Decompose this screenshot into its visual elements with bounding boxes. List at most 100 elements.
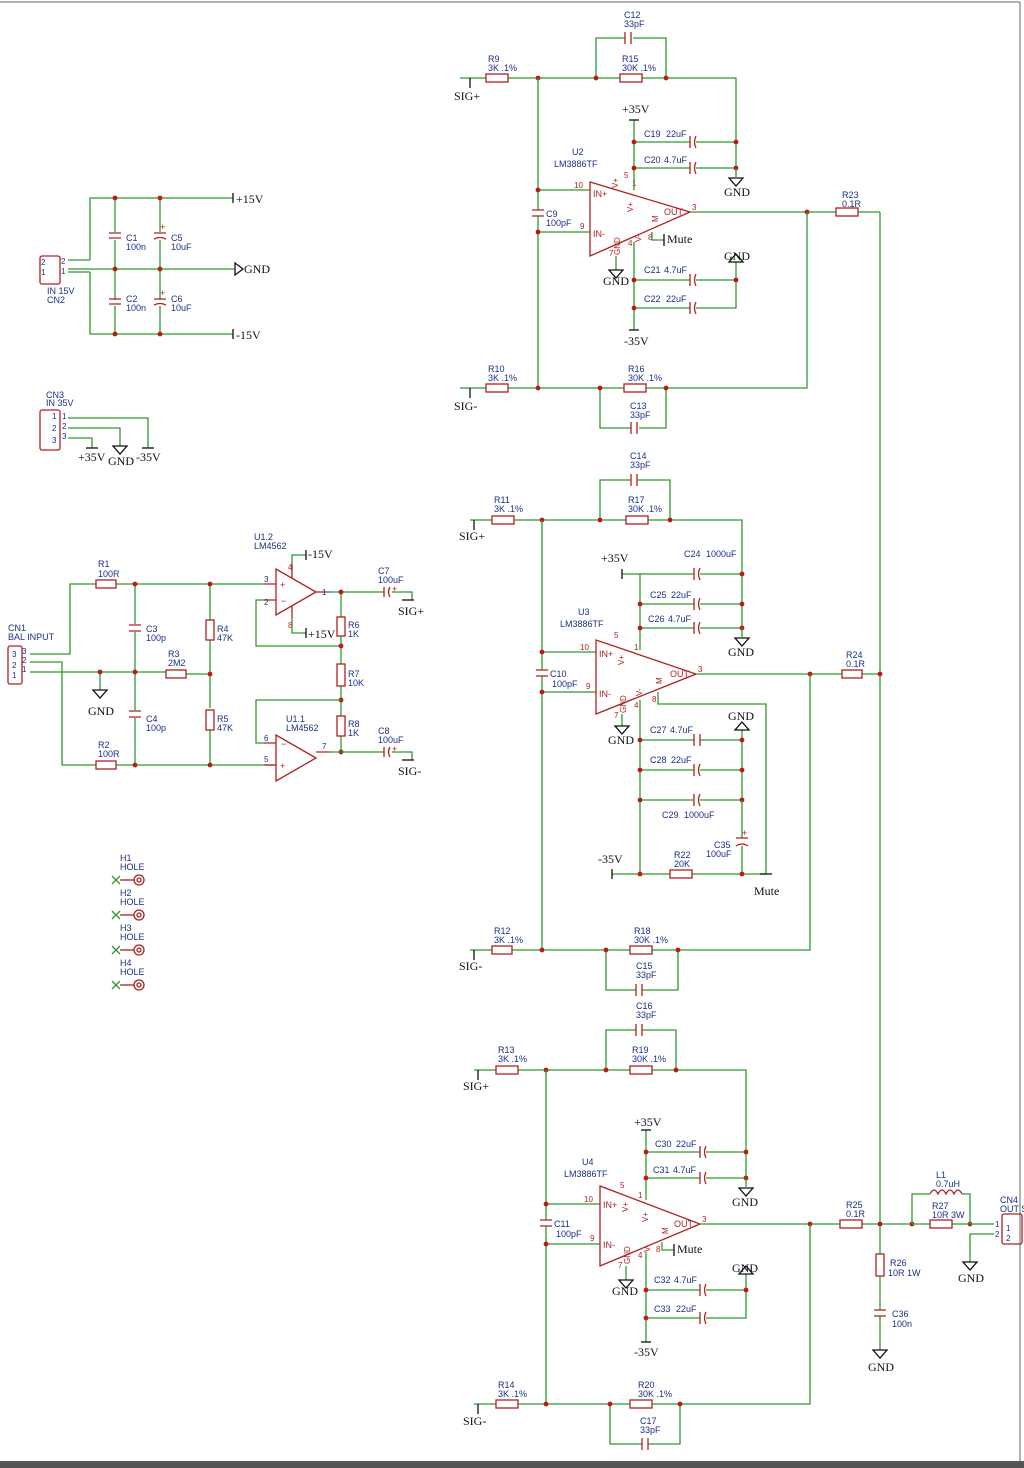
svg-text:+: +: [392, 584, 397, 594]
hole-h2: H2 HOLE: [111, 888, 145, 921]
amp1-block: SIG+ C12 33pF R9 3K .1% R15 30K .1% C9 1…: [454, 10, 880, 434]
svg-text:+: +: [742, 828, 747, 838]
svg-text:−: −: [281, 739, 286, 749]
c24-ref: C24: [684, 549, 701, 559]
u3-pin3: 3: [698, 665, 703, 674]
hole-h3: H3 HOLE: [111, 923, 145, 956]
u12-neg15: -15V: [308, 547, 333, 561]
h2-value: HOLE: [120, 897, 145, 907]
u12-pin-3: 3: [264, 575, 269, 584]
amp3-gnd-top: GND: [732, 1195, 758, 1209]
u12-pos15: +15V: [308, 627, 336, 641]
r16-ref: R16: [628, 364, 645, 374]
c2-value: 100n: [126, 303, 146, 313]
cn2-pin-1-out: 1: [61, 267, 66, 276]
hole-h1: H1 HOLE: [111, 853, 145, 886]
u3-m: M: [655, 677, 664, 684]
u4-in-plus: IN+: [603, 1200, 617, 1210]
c4-value: 100p: [146, 723, 166, 733]
amp3-pos35: +35V: [634, 1115, 662, 1129]
u2-pin10: 10: [574, 181, 583, 190]
u3-in-minus: IN-: [599, 689, 611, 699]
u12-opamp: [275, 567, 318, 617]
u3-in-plus: IN+: [599, 649, 613, 659]
u3-v-plus: V+: [617, 655, 626, 665]
c14-value: 33pF: [630, 460, 651, 470]
c4-ref: C4: [146, 714, 158, 724]
u3-pin5: 5: [614, 631, 619, 640]
amp3-gnd-pin: GND: [612, 1284, 638, 1298]
u2-value: LM3886TF: [554, 159, 598, 169]
h4-ref: H4: [120, 958, 132, 968]
r4-value: 47K: [217, 633, 233, 643]
output-gnd-bottom: GND: [868, 1360, 894, 1374]
r19-ref: R19: [632, 1045, 649, 1055]
c6-polarity: +: [160, 288, 165, 298]
u2-lm3886: [589, 181, 692, 257]
c24-value: 1000uF: [706, 549, 737, 559]
u3-pin1: 1: [634, 643, 639, 652]
amp1-gnd-pin: GND: [603, 274, 629, 288]
r22-value: 20K: [674, 859, 690, 869]
u3-gnd-pin: GND: [619, 695, 628, 713]
c27-ref: C27: [650, 725, 667, 735]
r23-ref: R23: [842, 190, 859, 200]
cn3-ref: CN3: [46, 390, 64, 400]
cn4-pin-2: 2: [995, 1230, 1000, 1239]
u12-value: LM4562: [254, 541, 287, 551]
u4-gnd-pin: GND: [623, 1246, 632, 1264]
u3-pin9: 9: [586, 682, 591, 691]
c1-ref: C1: [126, 233, 138, 243]
r9-value: 3K .1%: [488, 63, 517, 73]
u3-ref: U3: [578, 607, 590, 617]
c6-value: 10uF: [171, 303, 192, 313]
cn2-pin-2: 2: [41, 258, 46, 267]
cn3-block: CN3 IN 35V 1 2 3 1 2 3 +35V GND -35V: [39, 390, 161, 468]
amp2-sig-plus: SIG+: [459, 529, 485, 543]
c33-ref: C33: [654, 1304, 671, 1314]
u3-pin8: 8: [652, 695, 657, 704]
r20-value: 30K .1%: [638, 1389, 672, 1399]
c19-ref: C19: [644, 129, 661, 139]
r1-ref: R1: [98, 559, 110, 569]
r8-ref: R8: [348, 719, 360, 729]
c25-value: 22uF: [671, 590, 692, 600]
l1-ref: L1: [936, 1170, 946, 1180]
c10-ref: C10: [550, 669, 567, 679]
r5-value: 47K: [217, 723, 233, 733]
svg-text:+: +: [392, 744, 397, 754]
c32-ref: C32: [654, 1275, 671, 1285]
c27-value: 4.7uF: [670, 725, 694, 735]
cn3-pin-1-in: 1: [52, 412, 57, 421]
svg-text:+: +: [280, 761, 285, 771]
cn3-gnd: GND: [108, 454, 134, 468]
r27-ref: R27: [932, 1201, 949, 1211]
c9-ref: C9: [546, 209, 558, 219]
hole-h4: H4 HOLE: [111, 958, 145, 991]
c7-value: 100uF: [378, 575, 404, 585]
amp2-gnd-bot: GND: [728, 709, 754, 723]
u2-gnd-pin: GND: [613, 237, 622, 255]
u11-ref: U1.1: [286, 714, 305, 724]
u11-value: LM4562: [286, 723, 319, 733]
output-gnd-right: GND: [958, 1271, 984, 1285]
c29-value: 1000uF: [684, 810, 715, 820]
amp1-mute: Mute: [667, 232, 692, 246]
c8-ref: C8: [378, 726, 390, 736]
u3-value: LM3886TF: [560, 619, 604, 629]
u4-v-plus-b: V+: [641, 1212, 650, 1222]
amp3-sig-minus: SIG-: [463, 1414, 486, 1428]
u2-m: M: [651, 215, 660, 222]
input-sig-plus: SIG+: [398, 604, 424, 618]
u12-pin-1: 1: [322, 588, 327, 597]
c22-value: 22uF: [666, 294, 687, 304]
input-sig-minus: SIG-: [398, 764, 421, 778]
cn1-pin-1: 1: [12, 671, 17, 680]
c25-ref: C25: [650, 590, 667, 600]
u2-pin9: 9: [580, 222, 585, 231]
c31-value: 4.7uF: [673, 1165, 697, 1175]
r6-value: 1K: [348, 629, 359, 639]
supply-pos-rail: +15V: [236, 192, 264, 206]
r18-ref: R18: [634, 926, 651, 936]
